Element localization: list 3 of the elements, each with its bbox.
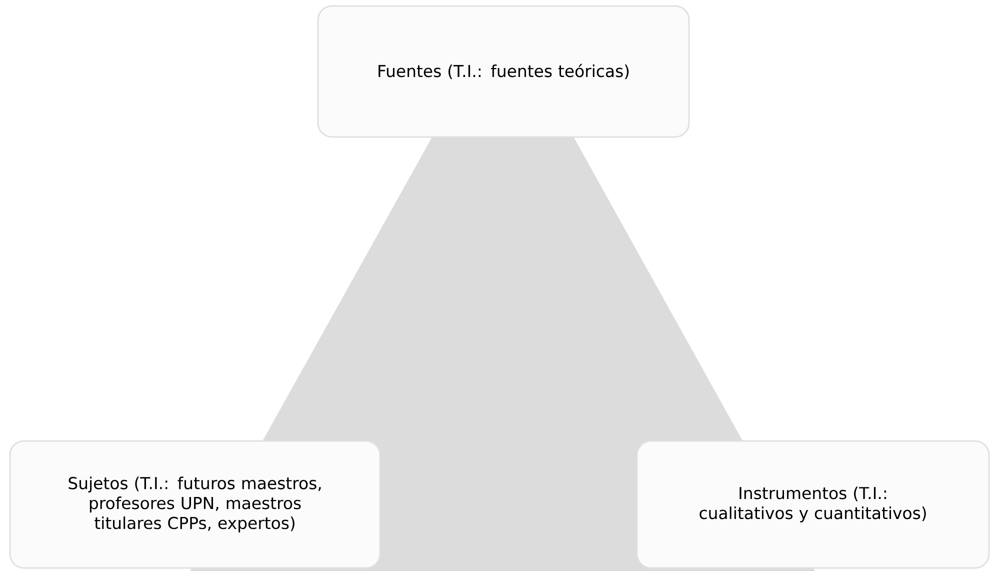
text-box: Sujetos (T.I.: futuros maestros, profesores UPN, maestros titulares CPPs, expertos): [9, 440, 381, 569]
text-box: Fuentes (T.I.: fuentes teóricas): [317, 5, 690, 138]
text-box: Instrumentos (T.I.: cualitativos y cuantitativos): [636, 440, 990, 569]
